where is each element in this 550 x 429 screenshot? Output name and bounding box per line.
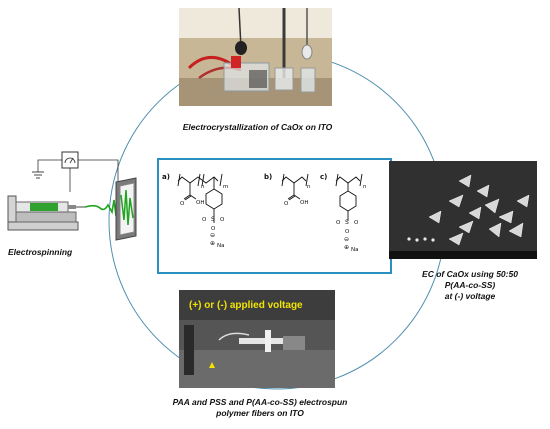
so-a-bottom: O [211, 226, 216, 232]
oxygen-a: O [180, 201, 185, 207]
label-c: c) [320, 173, 327, 181]
chemical-structures: a) b) c) n m n n O OH O OH S O O O ⊖ ⊕ N… [162, 173, 367, 253]
right-caption-line3: at (-) voltage [444, 291, 496, 301]
oh-b: OH [300, 200, 308, 206]
subscript-c: n [363, 184, 367, 190]
so-c-right: O [354, 220, 359, 226]
minus-a: ⊖ [210, 232, 215, 239]
sodium-a: Na [217, 243, 225, 249]
subscript-b: n [307, 184, 311, 190]
so-c-bottom: O [345, 229, 350, 235]
ground-icon [32, 171, 44, 179]
label-b: b) [264, 173, 272, 181]
right-caption: EC of CaOx using 50:50 P(AA-co-SS) at (-… [410, 269, 530, 302]
plus-a: ⊕ [210, 240, 215, 247]
bottom-caption: PAA and PSS and P(AA-co-SS) electrospun … [150, 397, 370, 419]
plus-c: ⊕ [344, 244, 349, 251]
oxygen-b: O [284, 201, 289, 207]
sodium-c: Na [351, 247, 359, 253]
minus-c: ⊖ [344, 236, 349, 243]
label-a: a) [162, 173, 170, 181]
right-caption-line2: P(AA-co-SS) [444, 280, 496, 290]
oh-a: OH [196, 200, 204, 206]
collector-icon [115, 177, 137, 241]
electrospinning-diagram [7, 151, 137, 241]
subscript-m: m [223, 184, 228, 190]
so-a-right: O [220, 217, 225, 223]
electrocrystallization-photo [179, 8, 332, 106]
sem-image [389, 161, 537, 259]
so-a-left: O [202, 217, 207, 223]
subscript-n: n [201, 184, 205, 190]
syringe-icon [7, 195, 85, 231]
top-caption: Electrocrystallization of CaOx on ITO [182, 122, 333, 132]
applied-voltage-label: (+) or (-) applied voltage [189, 300, 303, 311]
structures-box [157, 158, 392, 274]
applied-voltage-photo: (+) or (-) applied voltage [179, 290, 335, 388]
so-c-left: O [336, 220, 341, 226]
sulfur-a: S [211, 216, 215, 223]
voltmeter-icon [61, 151, 79, 169]
bottom-caption-line2: polymer fibers on ITO [216, 408, 304, 418]
left-caption: Electrospinning [8, 247, 73, 257]
bottom-caption-line1: PAA and PSS and P(AA-co-SS) electrospun [172, 397, 348, 407]
right-caption-line1: EC of CaOx using 50:50 [422, 269, 518, 279]
sulfur-c: S [345, 219, 349, 226]
